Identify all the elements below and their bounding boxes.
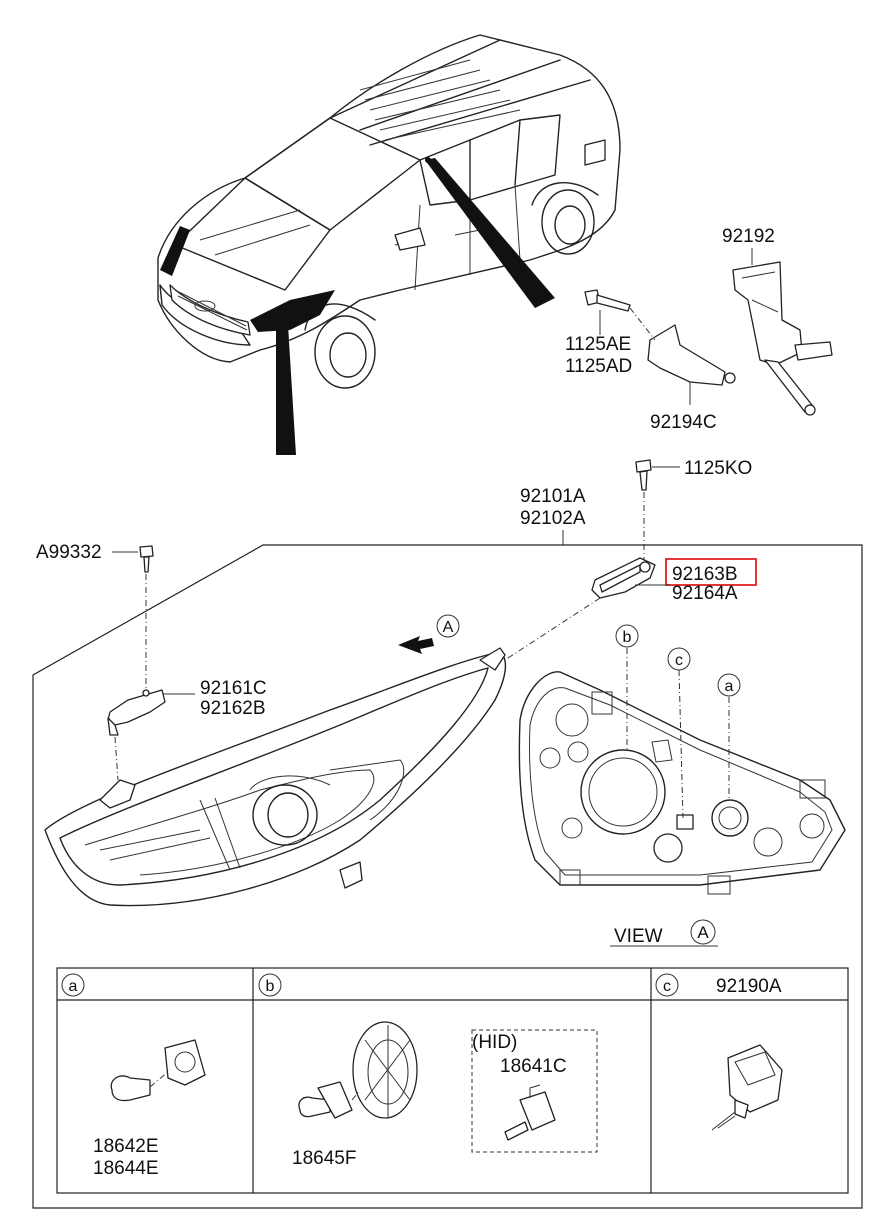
label-92164A: 92164A [672,583,738,604]
label-1125AE: 1125AE [565,334,631,355]
headlamp-rear-view: b c a [518,624,846,895]
part-18644E: 18644E [93,1158,159,1179]
bolt-A99332: A99332 [36,542,154,690]
part-18642E: 18642E [93,1136,159,1157]
table-key-a: a [69,978,78,995]
bracket-92161C: 92161C 92162B [107,678,267,781]
ballast-c-illustration [711,1044,783,1131]
label-92194C: 92194C [650,412,717,433]
leveling-sensor-assembly: 92192 1125AE 1125AD 92194C [565,226,833,433]
part-18641C: 18641C [500,1056,567,1077]
view-ref-A: A [697,923,709,942]
bulb-table: a 18642E 18644E b 18645F (HID) 18641C [56,967,849,1194]
part-92190A: 92190A [716,976,782,997]
label-92101A: 92101A [520,486,586,507]
callout-b: b [623,629,632,646]
vehicle-illustration [157,34,621,455]
part-18645F: 18645F [292,1148,356,1169]
view-label: VIEW A [610,919,718,947]
label-92161C: 92161C [200,678,267,699]
label-92102A: 92102A [520,508,586,529]
bulb-a-illustration [110,1039,206,1102]
label-92163B[interactable]: 92163B [672,564,738,585]
view-text: VIEW [614,926,663,947]
headlamp-front [44,647,507,907]
label-92162B: 92162B [200,698,266,719]
callout-c: c [675,652,683,669]
table-key-c: c [663,978,671,995]
callout-a: a [725,678,734,695]
assembly-outline [32,544,863,1209]
highlight-box-92163B [665,558,757,586]
bolt-1125KO: 1125KO [635,458,752,560]
bulb-b-illustration [298,1021,418,1119]
bracket-92163B: 92163B 92164A [504,557,757,661]
arrow-ref-A: A [443,619,454,636]
table-key-b: b [266,978,275,995]
hid-bulb-illustration [504,1084,556,1141]
view-arrow: A [398,614,460,654]
hid-box [471,1029,598,1153]
hid-label: (HID) [472,1032,517,1053]
label-1125AD: 1125AD [565,356,632,377]
label-92192: 92192 [722,226,775,247]
label-1125KO: 1125KO [684,458,752,479]
label-A99332: A99332 [36,542,102,563]
